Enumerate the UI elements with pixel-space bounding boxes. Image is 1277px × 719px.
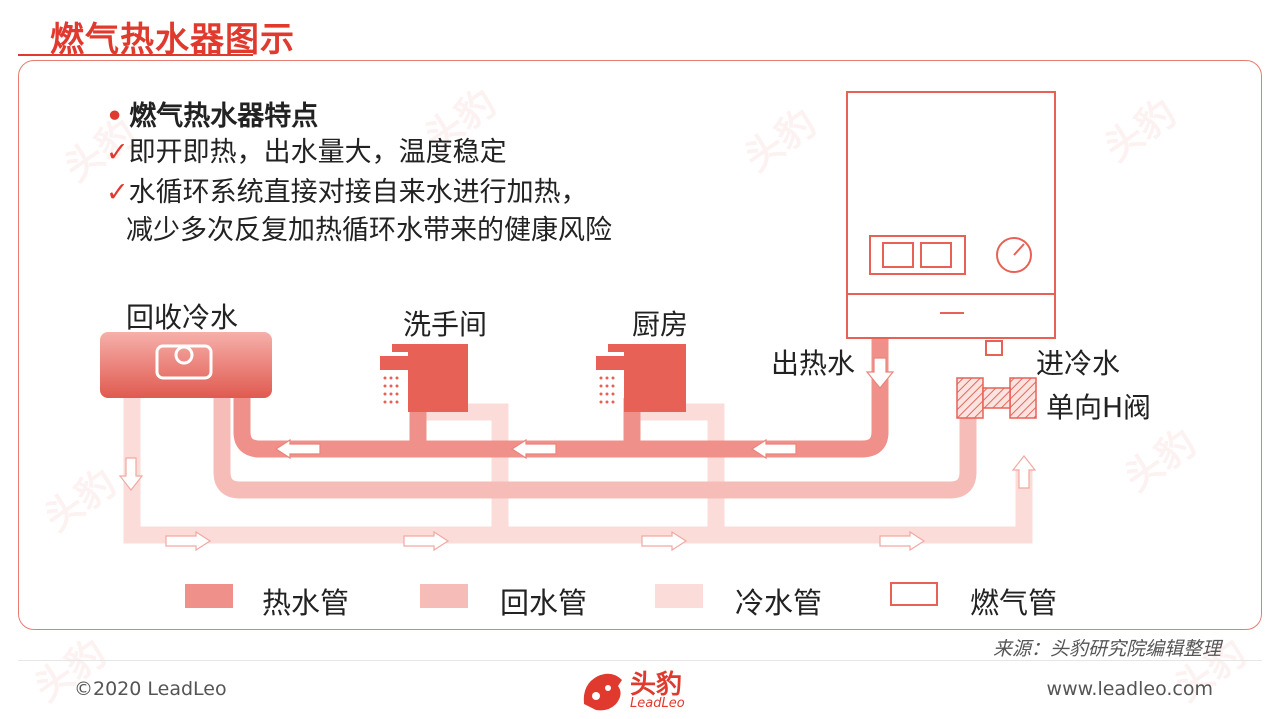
hot-water-pipe (233, 338, 889, 458)
return-cold-label: 回收冷水 (126, 301, 239, 334)
features-heading: •燃气热水器特点 (106, 101, 319, 132)
flow-arrow-left-icon (510, 438, 557, 460)
one-way-h-valve (956, 377, 1037, 419)
leadleo-logo: 头豹 LeadLeo (578, 664, 708, 716)
copyright: ©2020 LeadLeo (74, 678, 227, 700)
feature-item: ✓即开即热，出水量大，温度稳定 (106, 137, 507, 168)
flow-arrow-down-icon (118, 457, 144, 491)
gas-water-heater (846, 91, 1056, 356)
flow-arrow-right-icon (641, 530, 688, 552)
bathroom-faucet (380, 344, 468, 412)
tank-icon (155, 344, 213, 380)
flow-arrow-left-icon (274, 438, 321, 460)
legend-label-hot: 热水管 (262, 586, 350, 620)
kitchen-faucet (596, 344, 686, 412)
page-title: 燃气热水器图示 (50, 20, 295, 60)
legend-label-gas: 燃气管 (970, 586, 1058, 620)
check-icon: ✓ (106, 177, 129, 208)
legend-swatch-return (420, 584, 468, 608)
hot-outlet-label: 出热水 (771, 347, 856, 380)
cold-branch-kitchen (623, 398, 725, 535)
content-panel (18, 60, 1262, 630)
legend-label-cold: 冷水管 (735, 586, 823, 620)
website-url: www.leadleo.com (1046, 678, 1213, 700)
valve-label: 单向H阀 (1046, 391, 1152, 424)
bathroom-label: 洗手间 (403, 308, 488, 341)
legend-swatch-gas (890, 582, 938, 606)
water-spray-icon (383, 376, 399, 404)
water-spray-icon (599, 376, 615, 404)
kitchen-label: 厨房 (632, 308, 689, 341)
cold-inlet-label: 进冷水 (1036, 347, 1121, 380)
flow-arrow-up-icon (1011, 455, 1037, 489)
footer-divider (18, 660, 1262, 661)
leopard-logo-icon (583, 673, 622, 711)
title-underline (18, 54, 253, 56)
return-tank (100, 332, 272, 398)
legend-swatch-hot (185, 584, 233, 608)
return-water-pipe (213, 398, 977, 499)
flow-arrow-right-icon (403, 530, 450, 552)
flow-arrow-left-icon (750, 438, 797, 460)
source-note: 来源：头豹研究院编辑整理 (992, 638, 1221, 660)
legend-swatch-cold (655, 584, 703, 608)
legend-label-return: 回水管 (500, 586, 588, 620)
flow-arrow-down-icon (865, 357, 895, 389)
check-icon: ✓ (106, 137, 129, 168)
cold-branch-bathroom (409, 398, 509, 535)
feature-item: 减少多次反复加热循环水带来的健康风险 (126, 215, 612, 246)
cold-water-pipe (123, 398, 1033, 544)
flow-arrow-right-icon (879, 530, 926, 552)
feature-item: ✓水循环系统直接对接自来水进行加热， (106, 177, 588, 208)
flow-arrow-right-icon (165, 530, 212, 552)
